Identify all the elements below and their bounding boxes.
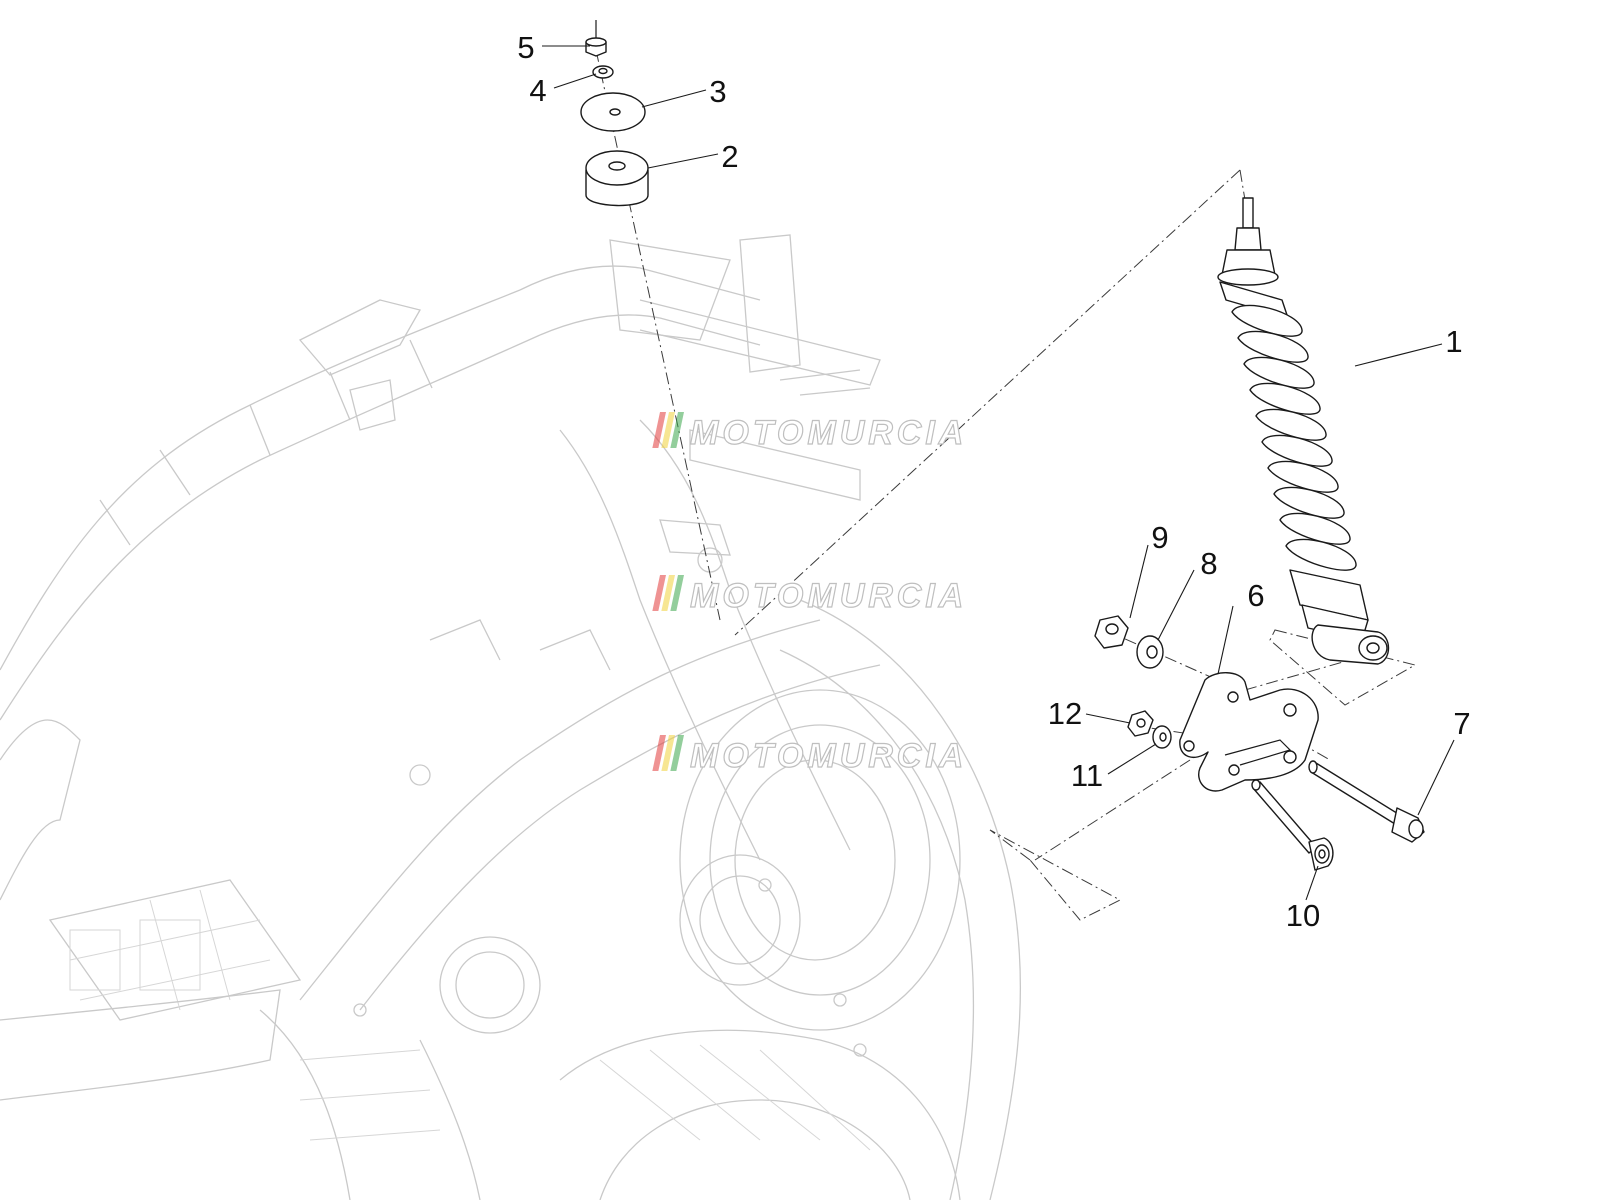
part-12-nut (1127, 710, 1154, 737)
watermark-2: MOTOMURCIA (652, 575, 967, 616)
stripe-yellow (661, 412, 675, 448)
callout-5: 5 (517, 30, 534, 65)
callout-1: 1 (1445, 324, 1462, 359)
callout-11: 11 (1071, 758, 1103, 793)
stripe-yellow (661, 575, 675, 611)
watermark-1: MOTOMURCIA (652, 412, 967, 453)
stripe-green (670, 412, 684, 448)
watermark-3: MOTOMURCIA (652, 735, 967, 776)
stripe-red (652, 735, 666, 771)
watermark-text: MOTOMURCIA (690, 577, 967, 615)
stripe-green (670, 735, 684, 771)
stripe-green (670, 575, 684, 611)
callout-6: 6 (1247, 578, 1264, 613)
callout-labels: 5 4 3 2 1 9 8 6 12 11 7 10 (517, 30, 1470, 933)
callout-10: 10 (1286, 898, 1320, 933)
part-9-nut (1094, 615, 1129, 649)
part-11-washer (1152, 725, 1172, 749)
part-6-bracket (1179, 672, 1319, 792)
assembly-guide-lines (595, 49, 1417, 921)
callout-7: 7 (1453, 706, 1470, 741)
part-7-bolt (1308, 760, 1425, 843)
watermark-text: MOTOMURCIA (690, 737, 967, 775)
part-4-lock-washer (592, 65, 614, 79)
part-5-nut (585, 20, 607, 57)
callout-8: 8 (1200, 546, 1217, 581)
part-3-washer (580, 92, 646, 132)
stripe-red (652, 575, 666, 611)
callout-12: 12 (1048, 696, 1082, 731)
callout-2: 2 (721, 139, 738, 174)
part-8-washer (1136, 635, 1164, 669)
callout-4: 4 (529, 73, 546, 108)
watermark-text: MOTOMURCIA (690, 414, 967, 452)
part-10-socket-bolt (1251, 779, 1334, 871)
callout-3: 3 (709, 74, 726, 109)
stripe-yellow (661, 735, 675, 771)
part-2-rubber-bushing (585, 150, 649, 207)
part-1-shock-absorber (1217, 197, 1390, 665)
callout-9: 9 (1151, 520, 1168, 555)
stripe-red (652, 412, 666, 448)
spring-coils (1231, 304, 1357, 571)
scooter-frame-drawing (0, 234, 1022, 1200)
leader-lines (542, 45, 1455, 901)
